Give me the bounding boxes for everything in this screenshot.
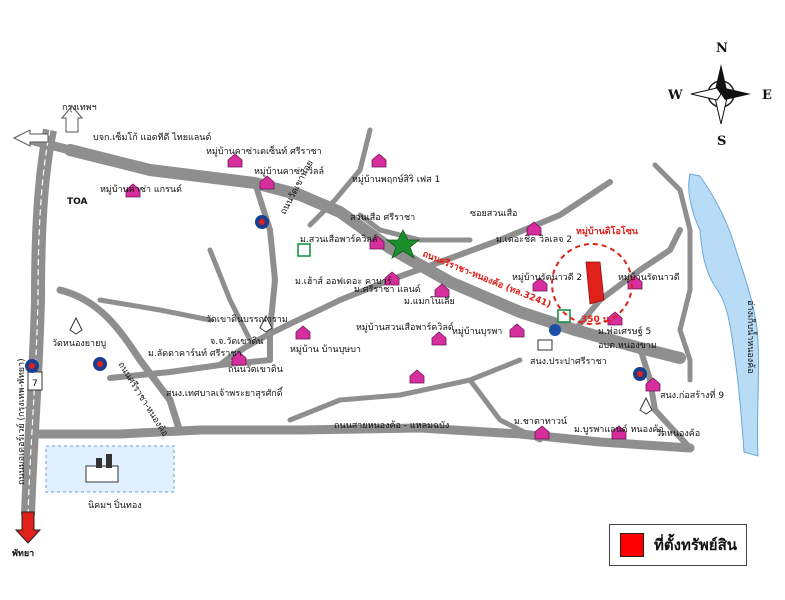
village-marker — [534, 425, 550, 440]
bangkok-arrow: กรุงเทพฯ — [12, 103, 97, 147]
property-marker: หมู่บ้านดิโอโซน 350 ม. — [551, 225, 639, 325]
village-marker — [227, 153, 243, 168]
label-mak-land: ม.แมกโนเลีย — [404, 296, 455, 307]
road-khao-din — [207, 247, 253, 343]
bangkok-label: กรุงเทพฯ — [62, 103, 97, 113]
village-markers — [125, 153, 661, 440]
road-secondary-2 — [217, 259, 443, 368]
label-toa: TOA — [67, 197, 88, 207]
legend-label: ที่ตั้งทรัพย์สิน — [654, 536, 737, 554]
village-marker — [431, 331, 447, 346]
label-rattanawadee: หมู่บ้านรัตนาวดี — [618, 272, 680, 283]
village-marker — [231, 351, 247, 366]
village-marker — [384, 271, 400, 286]
road-network — [25, 127, 695, 453]
reservoir-label: อ่างเก็บน้ำหนองค้อ — [745, 300, 758, 374]
village-marker — [526, 221, 542, 236]
road-label-nongkho-laemchabang: ถนนสายหนองค้อ - แหลมฉบัง — [334, 420, 449, 431]
label-lat-karnmuang: ม.ลัดดาคาร์นท์ ศรีราชา — [148, 347, 242, 359]
village-marker — [532, 277, 548, 292]
motorway: ถนนมอเตอร์เวย์ (กรุงเทพ-พัทยา) — [15, 128, 57, 516]
village-marker — [409, 369, 425, 384]
svg-text:7: 7 — [32, 379, 38, 389]
property-distance: 350 ม. — [581, 315, 612, 325]
property-parcel — [585, 261, 605, 305]
road-north-branch — [307, 127, 373, 228]
village-marker — [509, 323, 525, 338]
road-south-link-2 — [467, 377, 543, 443]
village-marker — [125, 183, 141, 198]
label-obt-nongkham: อบต.หนองขาม — [598, 341, 657, 351]
village-marker — [371, 153, 387, 168]
label-wat-nongyai: วัดหนองยายบู — [52, 339, 106, 349]
label-wat-khao-din: วัดเขาดินบรรณาราม — [206, 314, 288, 325]
compass-n: N — [716, 41, 728, 56]
road-hook-east — [652, 162, 693, 383]
label-suan-suea: สวนเสือ ศรีราชา — [350, 212, 415, 223]
label-pprapa: สนง.ประปาศรีราชา — [530, 356, 607, 367]
label-suan-suea-park: ม.สวนเสือพาร์ควิลล์ — [300, 233, 377, 245]
label-por-setha: ม.พ่อเศรษฐ์ 5 — [598, 325, 651, 337]
road-west-link — [97, 297, 213, 323]
village-marker — [259, 175, 275, 190]
label-chotiwan: ม.ชาตาทาวน์ — [514, 415, 567, 427]
label-kasa-ville: หมู่บ้านคาซ่า วิลล์ — [254, 165, 324, 177]
label-the-chic: ม.เดอะชิค วิลเลจ 2 — [496, 234, 572, 245]
road-north-village — [357, 212, 473, 243]
road-east-branch — [572, 227, 683, 333]
label-prinsiri: หมู่บ้านพฤกษ์สิริ เฟส 1 — [352, 173, 440, 185]
road-nongkho-laemchabang — [35, 423, 695, 453]
legend-swatch — [620, 533, 644, 557]
village-marker — [369, 235, 385, 250]
reservoir-lake — [688, 173, 760, 457]
legend: ที่ตั้งทรัพย์สิน — [609, 524, 747, 566]
road-label-wat-khao-din: ถนนวัดเขาดิน — [228, 364, 283, 375]
label-wat-nongkho: วัดหนองค้อ — [656, 428, 700, 439]
label-sriracha-land: ม.ศรีราชา แลนด์ — [354, 283, 421, 295]
road-khao-noi — [252, 180, 278, 363]
pattaya-arrow: พัทยา — [12, 511, 42, 559]
label-suan-suea-world: หมู่บ้านสวนเสือพาร์ควิลด์ — [356, 321, 454, 333]
label-tessaban: สนง.เทศบาลเจ้าพระยาสุรศักดิ์ — [166, 386, 284, 399]
label-burapa-land: ม.บูรพาแลนด์ หนองค้อ — [574, 423, 664, 435]
compass-s: S — [717, 134, 726, 149]
label-kasa-cent: หมู่บ้านคาซ่าเดเซ็นท์ ศรีราชา — [206, 144, 322, 157]
village-marker — [611, 425, 627, 440]
label-rattanawadee2: หมู่บ้านรัตนาวดี 2 — [512, 272, 582, 283]
village-marker — [645, 377, 661, 392]
label-ban-bunya: หมู่บ้าน บ้านบุษบา — [290, 344, 361, 355]
industrial-estate-label: นิคมฯ ปิ่นทอง — [88, 498, 142, 511]
property-radius-circle — [551, 243, 633, 325]
road-secondary-1 — [56, 286, 184, 436]
road-east-south — [637, 345, 693, 451]
village-marker — [607, 311, 623, 326]
suan-suea-star — [385, 229, 421, 259]
temple-markers — [69, 314, 653, 415]
label-jj-khao-din: จ.จ.วัดเขาดิน — [210, 336, 263, 347]
route-7-sign: 7 — [27, 371, 43, 391]
road-label-suan-suea: ซอยสวนเสือ — [470, 208, 517, 219]
landmark-labels: บจก.เซ็มโก้ แอดทีดี ไทยแลนด์ หมู่บ้านคาซ… — [52, 130, 724, 439]
label-kasa-grand: หมู่บ้านคาซ่า แกรนด์ — [100, 183, 182, 195]
gas-station-markers — [25, 215, 647, 381]
compass-w: W — [667, 88, 683, 103]
pattaya-label: พัทยา — [12, 548, 34, 559]
label-kor-sang: สนง.ก่อสร้างที่ 9 — [660, 388, 724, 401]
label-life-office: ม.เฮ้าส์ ออฟเดอะ คาบาร์ — [295, 275, 392, 287]
seven-eleven-markers — [297, 243, 571, 323]
industrial-estate: นิคมฯ ปิ่นทอง — [45, 445, 175, 511]
label-bu-sriracha: บจก.เซ็มโก้ แอดทีดี ไทยแลนด์ — [93, 130, 211, 143]
compass-e: E — [762, 88, 772, 103]
road-suan-suea — [437, 179, 613, 265]
road-south-link — [287, 357, 523, 423]
compass-rose: N S W E — [667, 41, 772, 149]
village-marker — [434, 283, 450, 298]
motorway-label: ถนนมอเตอร์เวย์ (กรุงเทพ-พัทยา) — [15, 358, 27, 485]
road-main-northwest — [64, 144, 686, 364]
village-marker — [295, 325, 311, 340]
property-name: หมู่บ้านดิโอโซน — [576, 225, 639, 237]
water-supply-marker — [537, 324, 561, 351]
label-buraphabu: หมู่บ้านบุรพา — [452, 326, 502, 337]
